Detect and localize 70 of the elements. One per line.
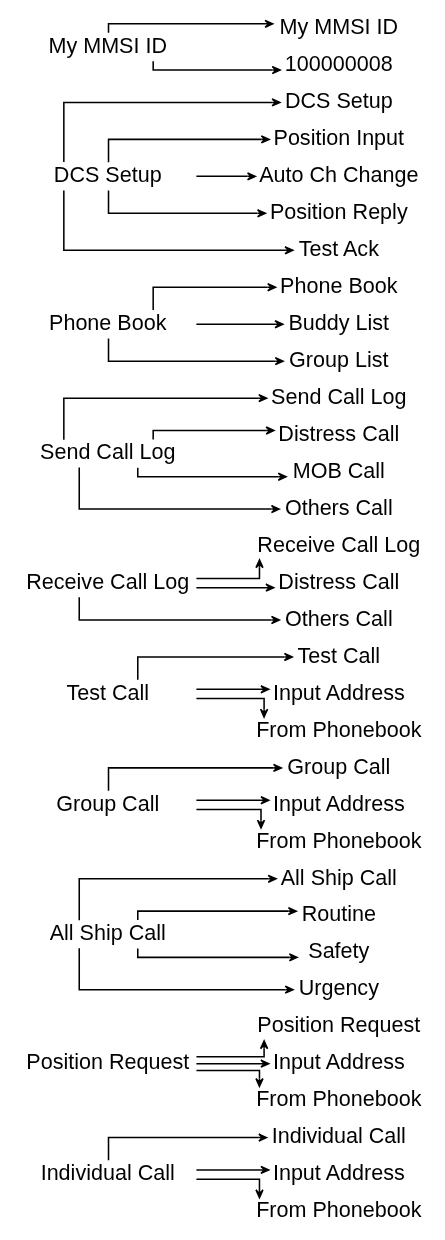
arrow [195, 320, 284, 329]
arrow [195, 685, 270, 694]
node-text: Distress Call [278, 420, 400, 446]
arrow [107, 337, 284, 366]
arrow [78, 947, 294, 994]
arrow [63, 189, 294, 255]
node-text: Receive Call Log [26, 568, 190, 594]
node-text: From Phonebook [256, 1086, 422, 1112]
node-text: From Phonebook [256, 827, 422, 853]
node-text: Individual Call [40, 1160, 175, 1186]
arrow [107, 189, 267, 218]
node-text: Input Address [272, 790, 405, 816]
node-text: Position Request [26, 1049, 190, 1075]
node-text: Send Call Log [40, 439, 176, 465]
arrow [195, 583, 275, 592]
node-text: DCS Setup [284, 88, 393, 114]
arrow [63, 393, 268, 441]
arrow [195, 796, 270, 805]
node-text: From Phonebook [256, 716, 422, 742]
arrow [195, 1040, 269, 1058]
node-text: Routine [301, 901, 376, 927]
node-text: All Ship Call [49, 919, 166, 945]
node-text: Phone Book [280, 272, 398, 298]
arrow [78, 874, 277, 922]
node-text: Buddy List [288, 309, 390, 335]
node-text: Phone Book [49, 309, 167, 335]
node-text: Test Ack [298, 235, 379, 261]
node-text: Others Call [284, 605, 393, 631]
arrow [195, 559, 264, 580]
node-text: Receive Call Log [257, 531, 421, 557]
node-text: Group Call [287, 753, 391, 779]
arrow [137, 652, 293, 681]
node-text: Urgency [298, 975, 379, 1001]
node-text: Input Address [272, 1049, 405, 1075]
node-text: Auto Ch Change [259, 162, 419, 188]
node-text: MOB Call [292, 457, 385, 483]
arrow [63, 98, 281, 163]
node-text: Group List [289, 346, 389, 372]
node-text: DCS Setup [53, 162, 162, 188]
node-text: All Ship Call [280, 864, 397, 890]
node-text: From Phonebook [256, 1197, 422, 1223]
arrow [107, 1133, 268, 1162]
node-text: Test Call [297, 642, 381, 668]
node-text: My MMSI ID [279, 14, 399, 40]
arrow [195, 1178, 264, 1199]
arrow [195, 1165, 270, 1175]
arrow [107, 135, 270, 163]
node-text: Input Address [272, 679, 405, 705]
arrow [195, 1069, 264, 1088]
node-text: Position Request [257, 1012, 421, 1038]
node-text: Individual Call [271, 1123, 406, 1149]
arrow [195, 808, 266, 829]
node-text: 100000008 [284, 51, 393, 77]
node-text: Distress Call [278, 568, 400, 594]
node-text: Safety [308, 938, 370, 964]
arrow [195, 697, 269, 718]
node-text: Others Call [284, 494, 393, 520]
arrow [195, 172, 257, 181]
node-text: Test Call [66, 679, 150, 705]
node-text: Send Call Log [271, 383, 407, 409]
node-text: Position Input [273, 125, 405, 151]
arrow [78, 596, 280, 625]
arrow [107, 763, 283, 792]
arrow [152, 283, 277, 311]
node-text: Group Call [56, 790, 160, 816]
arrow [78, 466, 280, 514]
node-text: My MMSI ID [48, 32, 167, 58]
arrow [195, 1059, 270, 1068]
node-text: Position Reply [269, 199, 408, 225]
node-text: Input Address [272, 1160, 405, 1186]
